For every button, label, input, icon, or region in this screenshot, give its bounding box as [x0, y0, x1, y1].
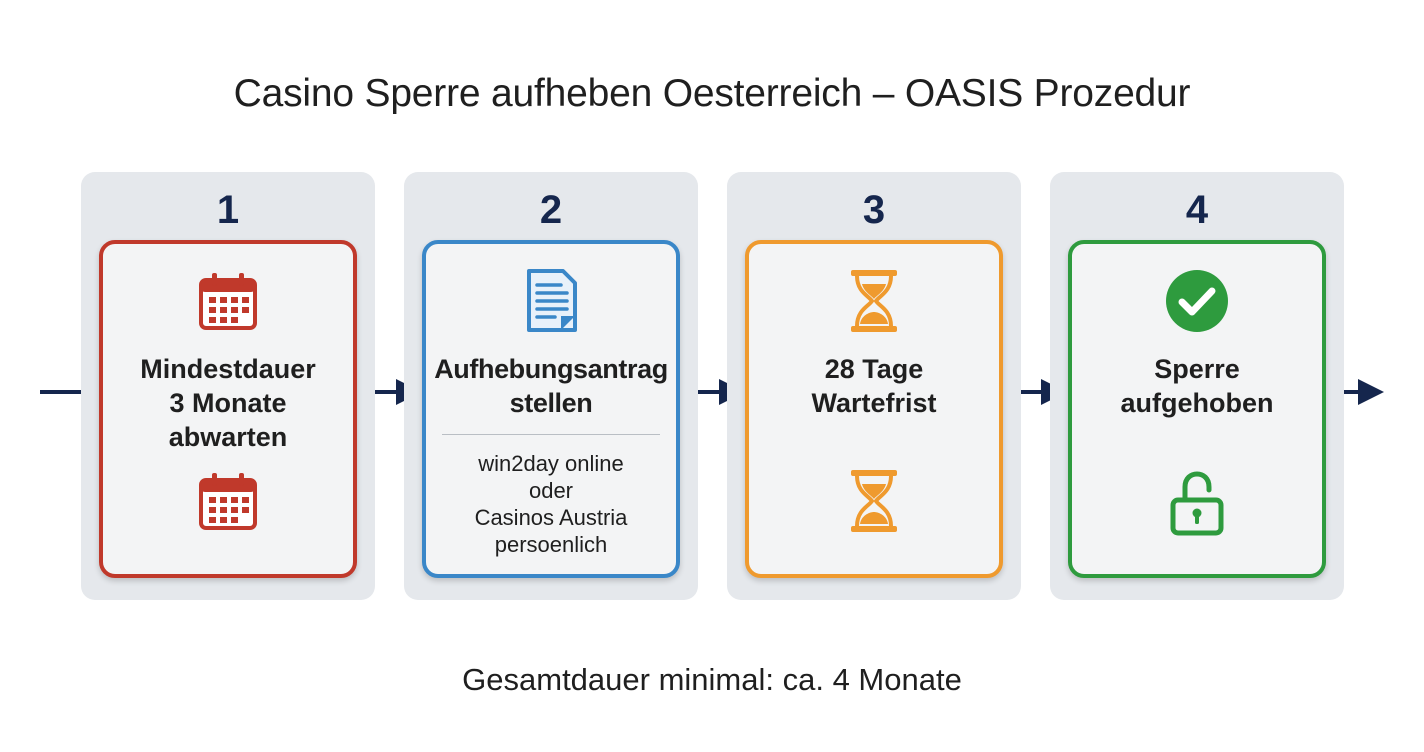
label-line: 28 Tage [824, 354, 924, 384]
step-3-card: 28 Tage Wartefrist [745, 240, 1003, 578]
calendar-icon [199, 273, 257, 330]
label-line: 3 Monate [169, 388, 287, 418]
flow-arrow-head-end [1358, 379, 1384, 405]
detail-line: win2day online [478, 451, 624, 476]
step-3-panel: 3 28 Tage Wartefrist [727, 172, 1021, 600]
detail-line: oder [528, 478, 574, 503]
calendar-icon [199, 473, 257, 530]
label-line: aufgehoben [1120, 388, 1274, 418]
flow-arrow-2-3 [683, 390, 721, 394]
step-2-card: Aufhebungsantrag stellen win2day online … [422, 240, 680, 578]
label-line: stellen [509, 388, 593, 418]
step-1-panel: 1 Mindestdauer 3 Monate abwarten [81, 172, 375, 600]
checkmark-icon [1166, 270, 1228, 332]
flow-arrow-1-2 [360, 390, 398, 394]
step-2-detail: win2day online oder Casinos Austria pers… [426, 450, 676, 558]
step-number: 3 [862, 188, 886, 232]
step-1-label: Mindestdauer 3 Monate abwarten [103, 352, 353, 454]
step-4-label: Sperre aufgehoben [1072, 352, 1322, 420]
hourglass-icon [851, 270, 897, 332]
divider [442, 434, 660, 435]
label-line: Wartefrist [811, 388, 937, 418]
detail-line: Casinos Austria [474, 505, 628, 530]
flow-arrow-end [1328, 390, 1360, 394]
flow-arrow-3-4 [1005, 390, 1043, 394]
step-2-panel: 2 Aufhebungsantrag stellen win2day onlin… [404, 172, 698, 600]
document-icon [527, 269, 577, 332]
label-line: Sperre [1154, 354, 1240, 384]
step-number: 2 [539, 188, 563, 232]
total-duration-note: Gesamtdauer minimal: ca. 4 Monate [462, 662, 962, 697]
label-line: abwarten [168, 422, 288, 452]
step-2-label: Aufhebungsantrag stellen [426, 352, 676, 420]
diagram-title: Casino Sperre aufheben Oesterreich – OAS… [233, 72, 1191, 115]
step-1-card: Mindestdauer 3 Monate abwarten [99, 240, 357, 578]
step-number: 4 [1185, 188, 1209, 232]
step-number: 1 [216, 188, 240, 232]
flow-arrow-start [40, 390, 100, 394]
detail-line: persoenlich [494, 532, 608, 557]
step-3-label: 28 Tage Wartefrist [749, 352, 999, 420]
label-line: Mindestdauer [140, 354, 316, 384]
unlocked-padlock-icon [1170, 471, 1224, 536]
step-4-card: Sperre aufgehoben [1068, 240, 1326, 578]
step-4-panel: 4 Sperre aufgehoben [1050, 172, 1344, 600]
label-line: Aufhebungsantrag [434, 354, 668, 384]
hourglass-icon [851, 470, 897, 532]
